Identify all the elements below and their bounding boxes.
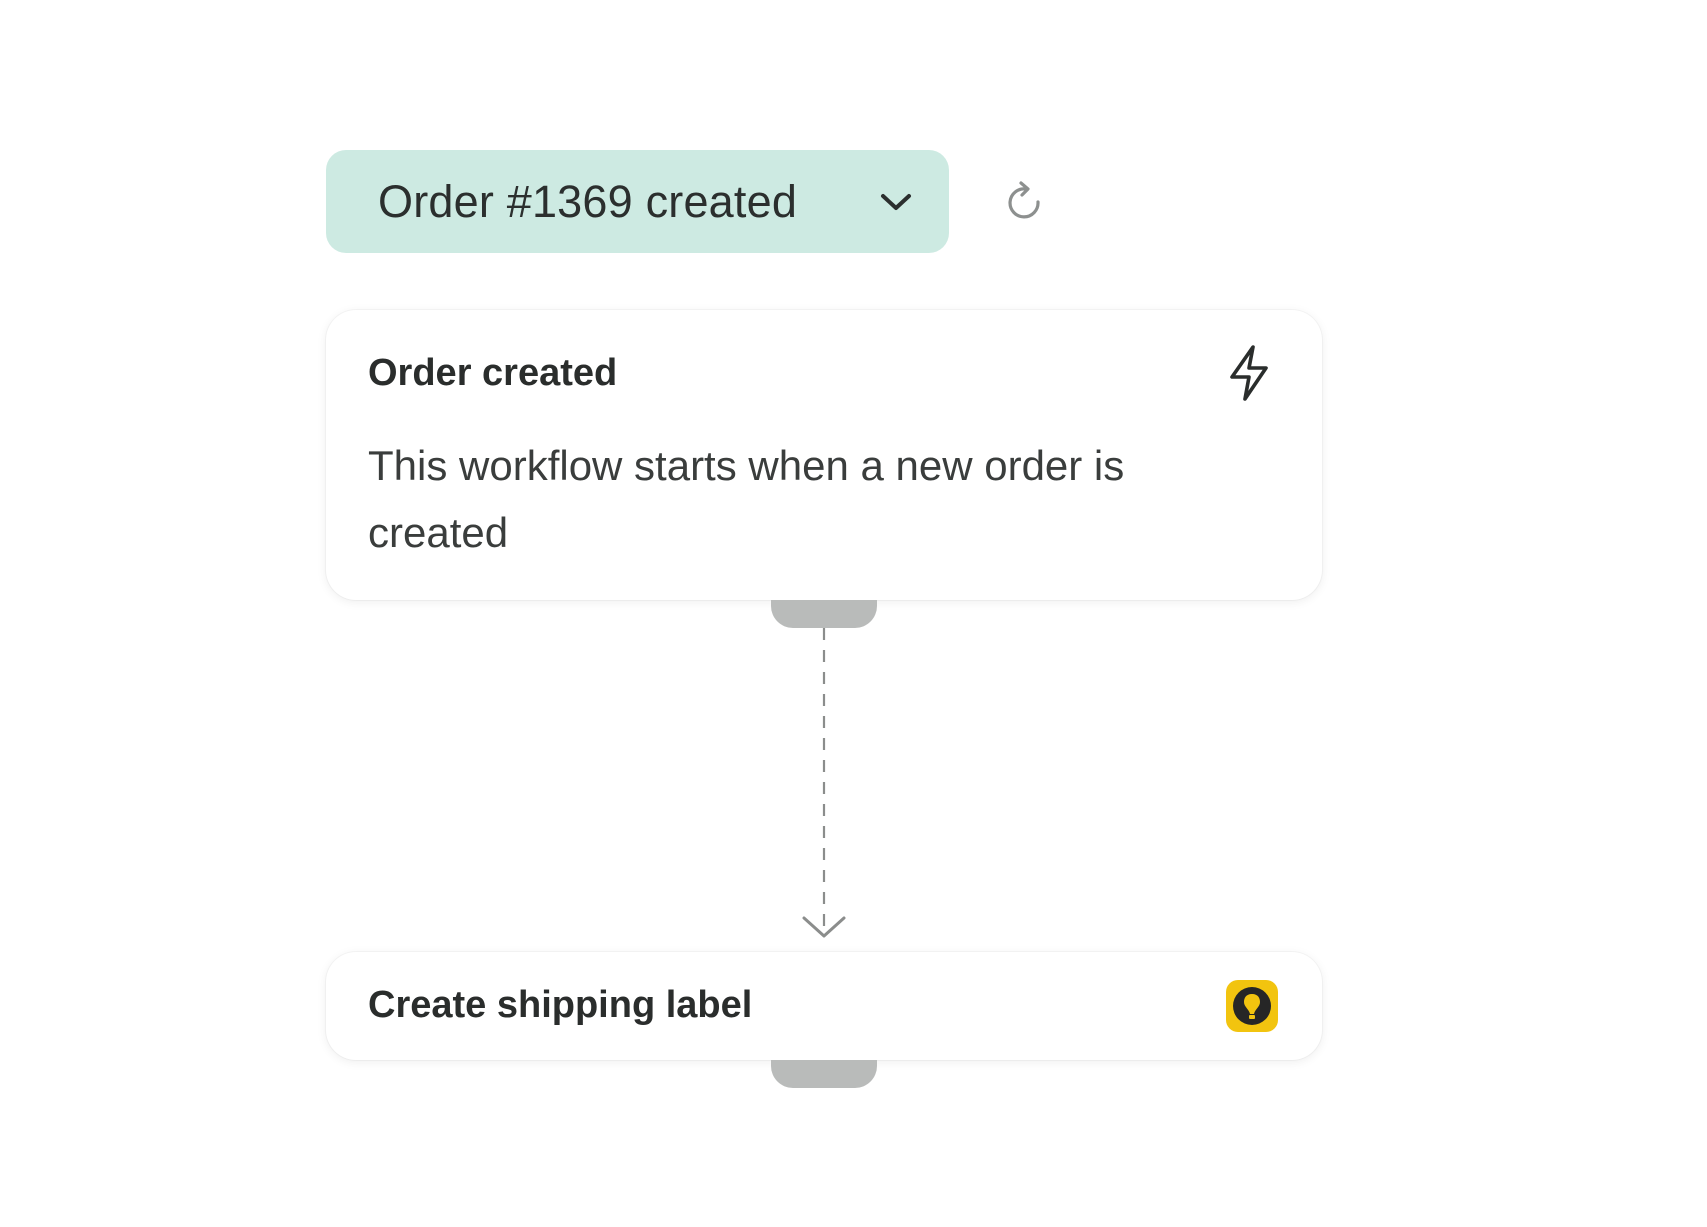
- trigger-step-title: Order created: [368, 352, 618, 394]
- trigger-step-card[interactable]: Order created This workflow starts when …: [326, 310, 1322, 600]
- action-step-title: Create shipping label: [368, 984, 753, 1026]
- trigger-selector-label: Order #1369 created: [378, 175, 798, 227]
- trigger-selector-dropdown[interactable]: Order #1369 created: [326, 150, 949, 253]
- connector-handle[interactable]: [771, 1060, 877, 1088]
- connector-handle[interactable]: [771, 600, 877, 628]
- connector-arrow: [802, 628, 846, 938]
- lightning-bolt-icon: [1230, 345, 1268, 401]
- arrow-down-icon: [802, 916, 846, 938]
- refresh-icon[interactable]: [1002, 180, 1048, 226]
- action-step-card[interactable]: Create shipping label: [326, 952, 1322, 1060]
- shipping-app-icon: [1226, 980, 1278, 1032]
- chevron-down-icon: [881, 194, 911, 210]
- trigger-step-description: This workflow starts when a new order is…: [368, 442, 1125, 556]
